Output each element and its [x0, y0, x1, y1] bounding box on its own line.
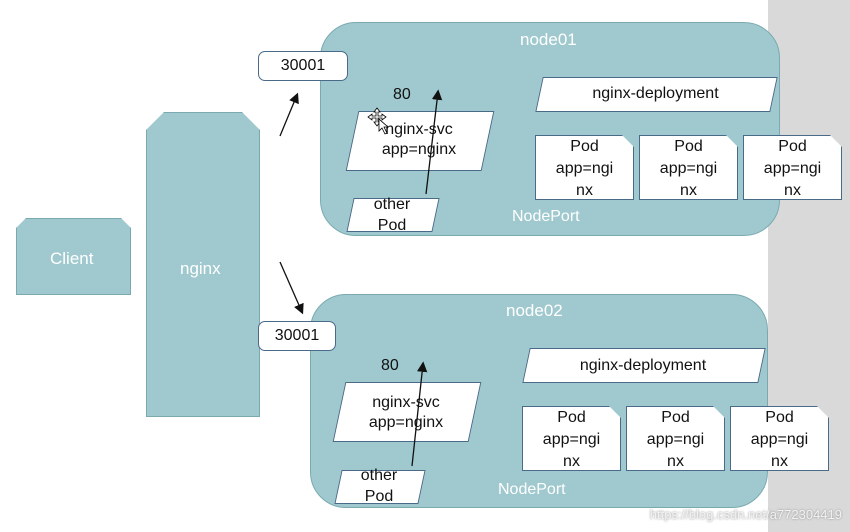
pod-selector: app=ngi — [763, 160, 822, 177]
pod-title: Pod — [778, 138, 807, 155]
node01-pod-3: Pod app=ngi nx — [743, 135, 842, 200]
node01-svc-selector: app=nginx — [381, 141, 457, 158]
pod-title: Pod — [661, 409, 690, 426]
move-cursor-icon — [367, 107, 390, 135]
pod-selector-cont: nx — [680, 182, 697, 199]
node01-title: node01 — [520, 30, 577, 49]
node02-port-box: 30001 — [258, 321, 336, 351]
node02-pod-3: Pod app=ngi nx — [730, 406, 829, 471]
pod-title: Pod — [674, 138, 703, 155]
pod-title: Pod — [570, 138, 599, 155]
watermark: https://blog.csdn.net/a772304419 — [649, 507, 842, 522]
pod-title: Pod — [557, 409, 586, 426]
node02-pod-2: Pod app=ngi nx — [626, 406, 725, 471]
node02-nodeport: NodePort — [498, 481, 566, 498]
pod-selector: app=ngi — [542, 431, 601, 448]
node02-port-label: 30001 — [274, 327, 320, 344]
pod-selector: app=ngi — [659, 160, 718, 177]
pod-selector: app=ngi — [750, 431, 809, 448]
node01-svc-port: 80 — [393, 86, 411, 103]
pod-selector-cont: nx — [576, 182, 593, 199]
nginx-box: nginx — [146, 112, 260, 417]
node01-port-label: 30001 — [280, 57, 326, 74]
pod-selector: app=ngi — [555, 160, 614, 177]
node02-other-line1: other — [360, 467, 398, 484]
pod-title: Pod — [765, 409, 794, 426]
node02-title: node02 — [506, 301, 563, 320]
node01-svc-text: nginx-svc app=nginx — [352, 120, 486, 160]
node01-other-text: other Pod — [350, 194, 434, 236]
arrow-otherpod-to-svc-node02 — [411, 361, 428, 467]
node01-pod-2: Pod app=ngi nx — [639, 135, 738, 200]
arrow-nginx-to-node02 — [279, 261, 304, 315]
node02-svc-text: nginx-svc app=nginx — [339, 393, 473, 433]
node01-nodeport: NodePort — [512, 208, 580, 225]
arrow-otherpod-to-svc-node01 — [425, 89, 443, 195]
pod-selector-cont: nx — [563, 453, 580, 470]
node01-pod-1: Pod app=ngi nx — [535, 135, 634, 200]
node01-other-line1: other — [373, 196, 411, 213]
node01-port-box: 30001 — [258, 51, 348, 81]
client-box: Client — [16, 218, 131, 295]
node02-svc-name: nginx-svc — [372, 394, 440, 411]
diagram-canvas: Client nginx node01 NodePort 30001 80 ng… — [0, 0, 768, 532]
nginx-label: nginx — [180, 259, 221, 278]
arrow-nginx-to-node01 — [279, 92, 299, 137]
pod-selector-cont: nx — [784, 182, 801, 199]
node02-deployment-label: nginx-deployment — [579, 357, 707, 374]
pod-selector-cont: nx — [771, 453, 788, 470]
node02-other-text: other Pod — [338, 465, 420, 507]
node02-pod-1: Pod app=ngi nx — [522, 406, 621, 471]
node01-svc-name: nginx-svc — [385, 121, 453, 138]
node01-other-line2: Pod — [377, 217, 407, 234]
client-label: Client — [50, 249, 94, 268]
pod-selector: app=ngi — [646, 431, 705, 448]
node02-other-line2: Pod — [364, 488, 394, 505]
node01-deployment-label: nginx-deployment — [592, 85, 719, 102]
node02-svc-selector: app=nginx — [368, 414, 444, 431]
node02-svc-port: 80 — [381, 357, 399, 374]
pod-selector-cont: nx — [667, 453, 684, 470]
